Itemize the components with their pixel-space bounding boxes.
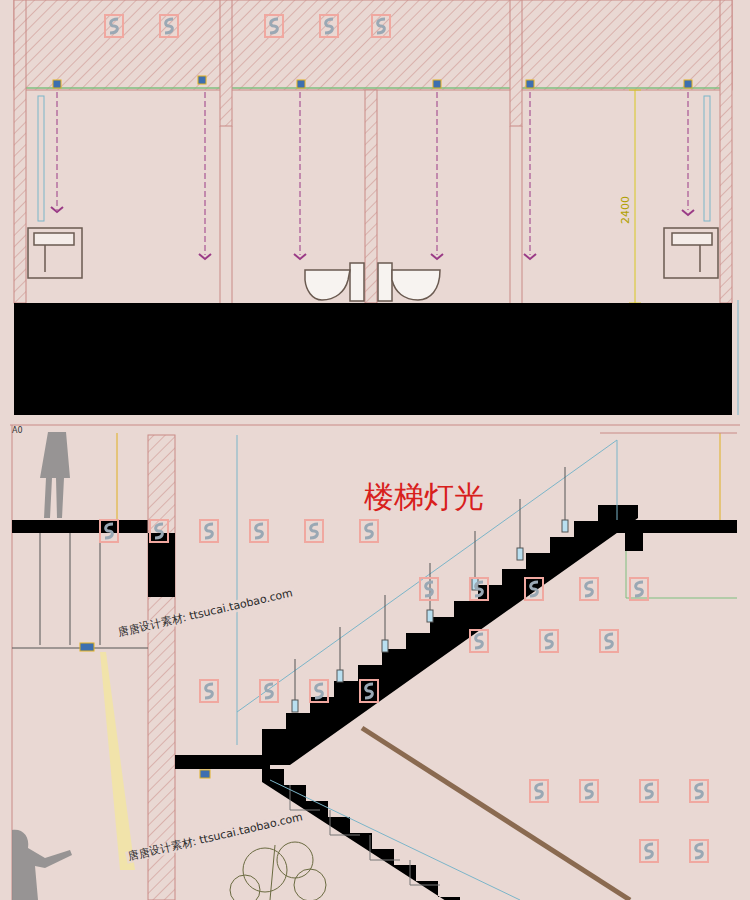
section-mark: A0 <box>12 427 23 436</box>
watermark-text: 唐唐设计素材: ttsucai.taobao.com <box>115 587 296 640</box>
dimension-text: 2400 <box>620 196 632 224</box>
stair-light-title: 楼梯灯光 <box>364 480 484 513</box>
